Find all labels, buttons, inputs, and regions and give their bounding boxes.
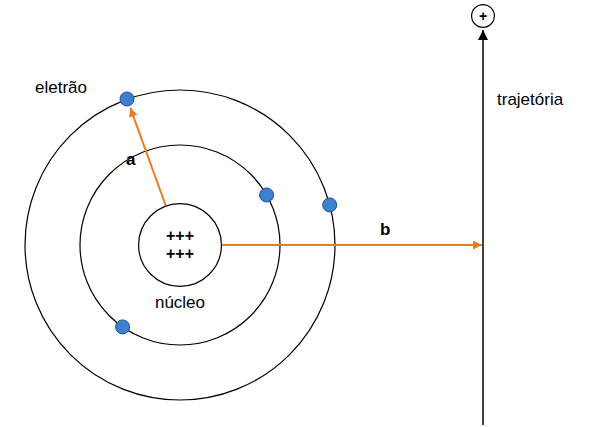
electron-label: eletrão	[35, 78, 87, 98]
distance-arrow	[222, 244, 482, 246]
charge-sign: +	[479, 8, 487, 24]
radius-label: a	[126, 150, 135, 170]
positive-charge: +	[471, 4, 495, 28]
distance-label: b	[380, 220, 390, 240]
nucleus-charges: +++ +++	[166, 227, 194, 263]
nucleus-circle: +++ +++núcleo	[138, 203, 222, 287]
trajectory-label: trajetória	[497, 90, 563, 110]
nucleus-label-holder: núcleo	[155, 293, 205, 313]
trajectory-label-holder: trajetória	[497, 90, 563, 110]
electron	[323, 198, 337, 212]
nucleus-circle-shape	[139, 204, 222, 287]
electron	[120, 92, 134, 106]
trajectory-line	[482, 30, 484, 425]
positive-charge-shape	[472, 5, 495, 28]
distance-label-holder: b	[380, 220, 390, 240]
radius-label-holder: a	[126, 150, 135, 170]
electron	[260, 188, 274, 202]
electron-label-holder: eletrão	[35, 78, 87, 98]
nucleus-label: núcleo	[155, 293, 205, 313]
electron	[116, 320, 130, 334]
radius-arrow	[130, 108, 165, 206]
